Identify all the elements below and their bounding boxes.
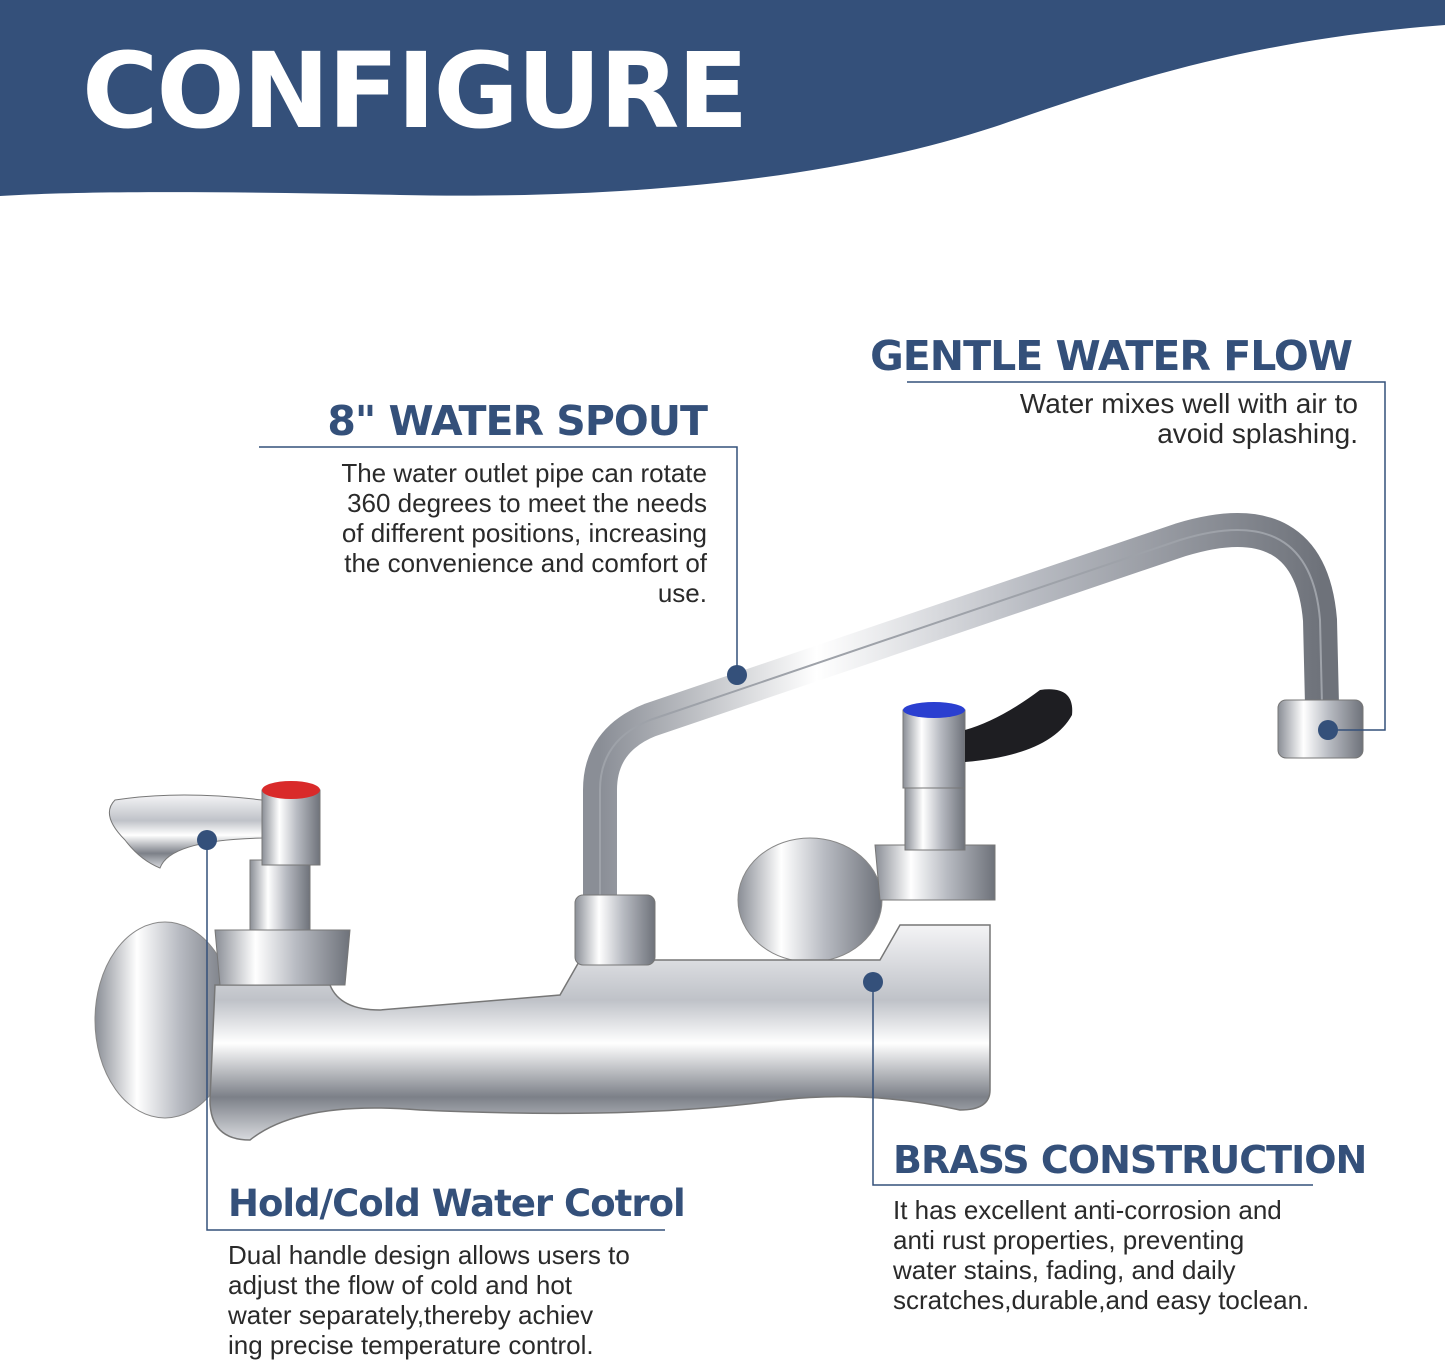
hot-indicator	[262, 781, 320, 799]
hot-handle	[108, 794, 263, 869]
callout-dot-control	[197, 830, 217, 850]
brass-title: BRASS CONSTRUCTION	[893, 1138, 1367, 1182]
cold-handle	[965, 689, 1073, 762]
callout-dot-flow	[1318, 720, 1338, 740]
faucet-body	[94, 513, 1364, 1141]
page-title: CONFIGURE	[82, 30, 748, 152]
control-title: Hold/Cold Water Cotrol	[228, 1182, 686, 1225]
callout-dot-spout	[727, 665, 747, 685]
spout-title: 8" WATER SPOUT	[327, 397, 708, 445]
flow-title: GENTLE WATER FLOW	[870, 332, 1353, 380]
callout-dot-brass	[863, 972, 883, 992]
cold-indicator	[903, 702, 965, 718]
callout-lines	[206, 381, 1386, 1231]
header-wave-banner	[0, 0, 1445, 196]
